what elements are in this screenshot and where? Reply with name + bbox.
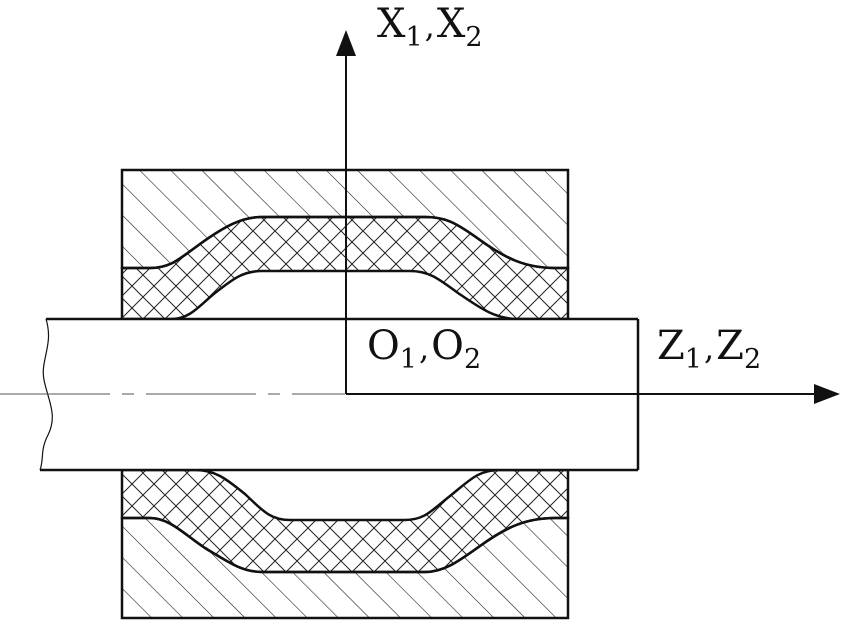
origin-label-sep: , (418, 329, 430, 367)
z-axis-label-a-sub: 1 (684, 344, 702, 375)
z-axis-label-b-sub: 2 (743, 344, 762, 375)
shaft-break-line (39, 318, 53, 471)
x-axis-label-a: X (377, 1, 406, 47)
x-axis-label-b: X (436, 1, 466, 47)
z-axis-label: Z1,Z2 (657, 323, 761, 373)
origin-label: O1,O2 (367, 323, 481, 373)
z-axis-label-b: Z (716, 323, 744, 369)
lower-housing (120, 516, 570, 620)
z-axis-label-a: Z (657, 323, 685, 369)
x-axis-label-a-sub: 1 (405, 22, 423, 53)
x-axis-arrowhead (336, 30, 356, 56)
origin-label-b-sub: 2 (463, 344, 482, 375)
origin-label-a: O (367, 323, 400, 369)
z-axis-arrowhead (814, 384, 840, 404)
x-axis-label: X1,X2 (377, 1, 483, 51)
x-axis-label-sep: , (424, 7, 435, 45)
z-axis-label-sep: , (703, 329, 715, 367)
origin-label-b: O (431, 323, 464, 369)
x-axis-label-b-sub: 2 (465, 22, 483, 53)
origin-label-a-sub: 1 (399, 344, 417, 375)
